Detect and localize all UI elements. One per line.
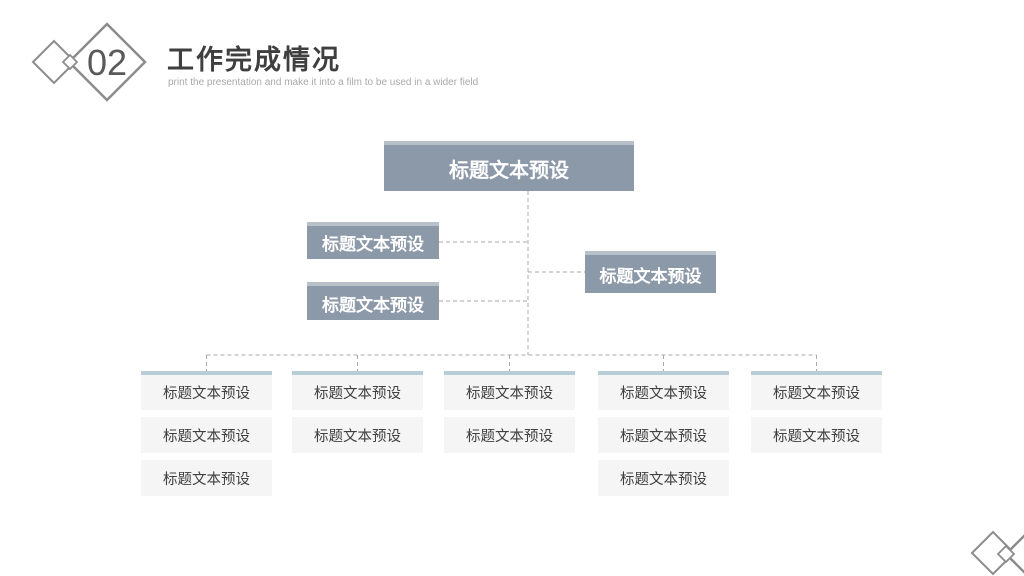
org-branch-box-left-lower: 标题文本预设 [307, 282, 439, 320]
page-subtitle: print the presentation and make it into … [168, 77, 479, 88]
org-leaf-box: 标题文本预设 [141, 460, 272, 496]
org-branch-box-right: 标题文本预设 [585, 251, 716, 293]
org-branch-box-left-upper: 标题文本预设 [307, 222, 439, 259]
org-leaf-box: 标题文本预设 [444, 417, 575, 453]
org-leaf-box: 标题文本预设 [141, 371, 272, 410]
org-leaf-box: 标题文本预设 [292, 371, 423, 410]
org-leaf-box: 标题文本预设 [444, 371, 575, 410]
org-leaf-box: 标题文本预设 [751, 417, 882, 453]
org-leaf-box: 标题文本预设 [751, 371, 882, 410]
org-leaf-box: 标题文本预设 [598, 371, 729, 410]
diamonds-decor-icon [970, 530, 1024, 576]
tiny-diamond-icon [996, 544, 1016, 564]
section-number: 02 [86, 42, 128, 83]
page-title: 工作完成情况 [167, 45, 341, 75]
org-leaf-box: 标题文本预设 [292, 417, 423, 453]
org-leaf-box: 标题文本预设 [598, 417, 729, 453]
org-leaf-box: 标题文本预设 [141, 417, 272, 453]
large-diamond-icon [1004, 534, 1024, 574]
org-leaf-box: 标题文本预设 [598, 460, 729, 496]
org-root-box: 标题文本预设 [384, 141, 634, 191]
small-diamond-icon [970, 530, 1016, 576]
